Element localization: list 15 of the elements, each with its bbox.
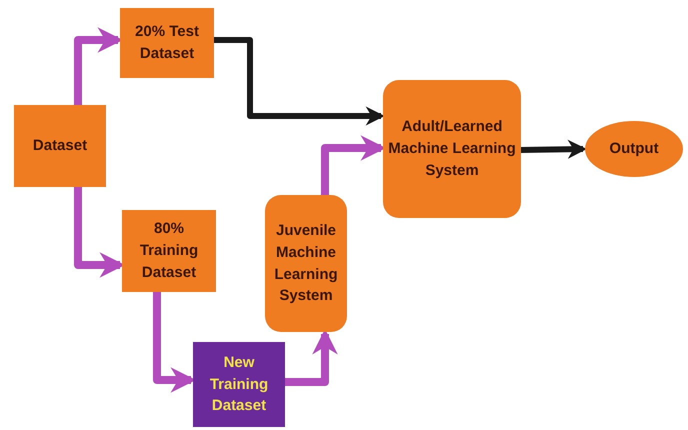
process-box xyxy=(14,105,106,187)
node-label: Dataset xyxy=(32,136,88,156)
node-label: Output xyxy=(609,139,659,160)
process-box xyxy=(120,8,214,78)
arrow xyxy=(520,140,587,159)
node-label: 20% Test Dataset xyxy=(134,22,200,64)
system-box xyxy=(265,195,347,332)
process-box xyxy=(193,342,285,427)
node-label: 80% Training Dataset xyxy=(138,219,200,283)
node-label: New Training Dataset xyxy=(208,352,270,416)
process-box xyxy=(122,210,216,292)
system-box xyxy=(383,80,521,218)
arrow xyxy=(214,37,385,126)
node-label: Adult/Learned Machine Learning System xyxy=(387,117,517,181)
node-label: Juvenile Machine Learning System xyxy=(273,221,339,306)
